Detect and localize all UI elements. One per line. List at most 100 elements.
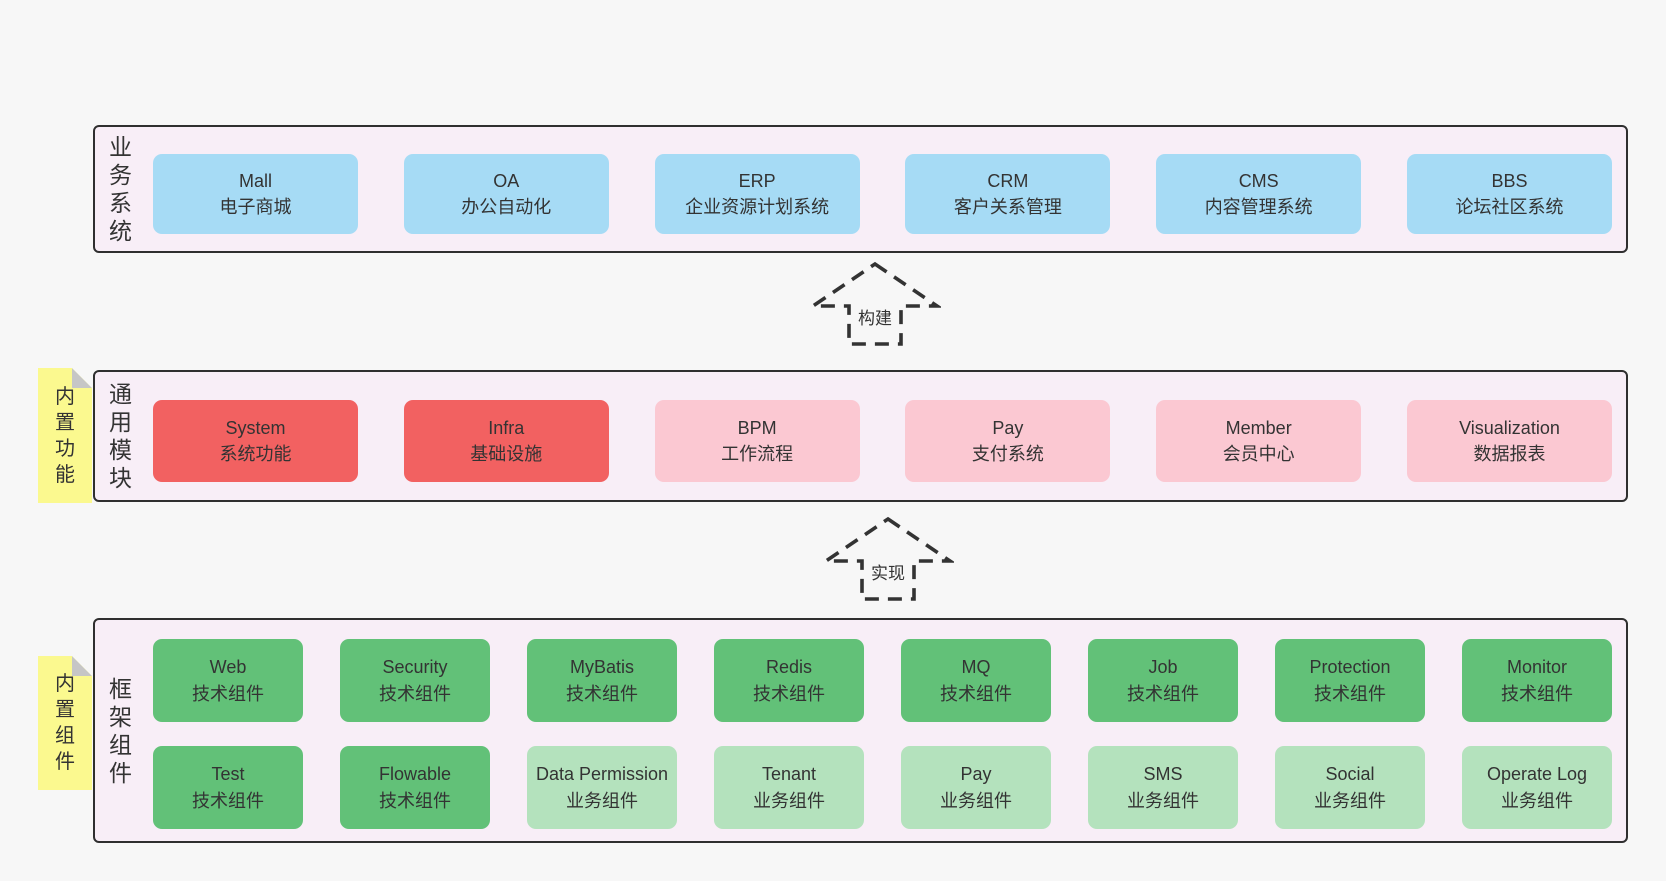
box-title: MQ [961,657,991,678]
box-subtitle: 技术组件 [192,683,264,704]
framework-components-layer: 框架组件 Web 技术组件 Security 技术组件 MyBatis 技术组件… [93,618,1628,843]
box-subtitle: 业务组件 [1314,790,1386,811]
box-title: SMS [1143,764,1183,785]
box-subtitle: 支付系统 [971,444,1044,464]
box-protection: Protection 技术组件 [1275,639,1425,722]
box-mq: MQ 技术组件 [901,639,1051,722]
folded-corner-icon [72,368,92,388]
box-system: System 系统功能 [153,400,358,482]
box-operate-log: Operate Log 业务组件 [1462,746,1612,829]
box-title: Web [209,657,247,678]
box-mall: Mall 电子商城 [153,154,358,234]
business-boxes-row: Mall 电子商城 OA 办公自动化 ERP 企业资源计划系统 CRM 客户关系… [153,154,1612,234]
box-title: Pay [960,764,992,785]
box-subtitle: 业务组件 [1501,790,1573,811]
box-subtitle: 业务组件 [1127,790,1199,811]
sticky-note-built-in-features: 内置功能 [38,368,92,503]
dashed-up-arrow-icon [809,261,941,346]
box-monitor: Monitor 技术组件 [1462,639,1612,722]
box-subtitle: 技术组件 [1314,683,1386,704]
box-subtitle: 客户关系管理 [953,197,1062,217]
box-subtitle: 技术组件 [192,790,264,811]
box-title: OA [493,170,520,191]
box-tenant: Tenant 业务组件 [714,746,864,829]
box-title: Visualization [1459,417,1560,438]
box-subtitle: 系统功能 [219,444,292,464]
box-subtitle: 技术组件 [940,683,1012,704]
box-subtitle: 技术组件 [566,683,638,704]
box-subtitle: 工作流程 [721,444,794,464]
box-subtitle: 办公自动化 [461,197,552,217]
box-subtitle: 技术组件 [379,790,451,811]
box-flowable: Flowable 技术组件 [340,746,490,829]
components-layer-side-label: 框架组件 [109,675,132,786]
box-data-permission: Data Permission 业务组件 [527,746,677,829]
box-title: Operate Log [1486,764,1588,785]
box-subtitle: 技术组件 [1501,683,1573,704]
sticky-note-text: 内置功能 [55,385,75,486]
box-subtitle: 技术组件 [753,683,825,704]
box-title: Job [1148,657,1178,678]
box-subtitle: 技术组件 [379,683,451,704]
box-title: Social [1325,764,1375,785]
sticky-note-text: 内置组件 [55,673,75,773]
box-job: Job 技术组件 [1088,639,1238,722]
box-title: Redis [765,657,813,678]
box-title: Infra [488,417,525,438]
modules-layer-side-label: 通用模块 [109,380,132,492]
dashed-up-arrow-icon [822,516,954,601]
box-title: Protection [1309,657,1391,678]
implement-arrow: 实现 [822,514,954,604]
folded-corner-icon [72,656,92,676]
box-subtitle: 会员中心 [1222,444,1295,464]
box-subtitle: 技术组件 [1127,683,1199,704]
common-modules-layer: 通用模块 System 系统功能 Infra 基础设施 BPM 工作流程 Pay… [93,370,1628,502]
box-title: Tenant [761,764,817,785]
box-title: CRM [987,170,1029,191]
box-title: Mall [238,170,272,191]
box-title: System [225,417,286,438]
box-title: MyBatis [569,657,634,678]
box-title: Test [211,764,245,785]
box-subtitle: 基础设施 [470,444,543,464]
build-arrow: 构建 [809,261,941,347]
sticky-note-built-in-components: 内置组件 [38,656,92,790]
box-bpm: BPM 工作流程 [654,400,860,482]
business-systems-layer: 业务系统 Mall 电子商城 OA 办公自动化 ERP 企业资源计划系统 CRM… [93,125,1628,253]
box-security: Security 技术组件 [340,639,490,722]
box-social: Social 业务组件 [1275,746,1425,829]
box-redis: Redis 技术组件 [714,639,864,722]
box-oa: OA 办公自动化 [403,154,609,234]
modules-boxes-row: System 系统功能 Infra 基础设施 BPM 工作流程 Pay 支付系统… [153,400,1612,482]
box-pay-module: Pay 支付系统 [905,400,1111,482]
box-web: Web 技术组件 [153,639,303,722]
box-title: Data Permission [535,764,669,785]
box-bbs: BBS 论坛社区系统 [1406,154,1612,234]
box-title: Pay [992,417,1024,438]
box-title: BBS [1491,170,1528,191]
box-subtitle: 业务组件 [566,790,638,811]
box-title: BPM [737,417,777,438]
box-subtitle: 电子商城 [219,197,292,217]
box-sms: SMS 业务组件 [1088,746,1238,829]
box-title: Flowable [378,764,452,785]
implement-arrow-label: 实现 [868,558,908,585]
box-crm: CRM 客户关系管理 [905,154,1111,234]
box-title: Monitor [1506,657,1568,678]
box-subtitle: 企业资源计划系统 [685,197,830,217]
components-row-1: Web 技术组件 Security 技术组件 MyBatis 技术组件 Redi… [153,639,1612,722]
box-erp: ERP 企业资源计划系统 [654,154,860,234]
box-pay-component: Pay 业务组件 [901,746,1051,829]
build-arrow-label: 构建 [855,303,895,330]
components-row-2: Test 技术组件 Flowable 技术组件 Data Permission … [153,746,1612,829]
box-infra: Infra 基础设施 [403,400,609,482]
box-subtitle: 论坛社区系统 [1455,197,1564,217]
box-subtitle: 业务组件 [753,790,825,811]
box-mybatis: MyBatis 技术组件 [527,639,677,722]
box-test: Test 技术组件 [153,746,303,829]
box-member: Member 会员中心 [1156,400,1362,482]
box-visualization: Visualization 数据报表 [1406,400,1612,482]
box-subtitle: 数据报表 [1473,444,1546,464]
box-subtitle: 业务组件 [940,790,1012,811]
